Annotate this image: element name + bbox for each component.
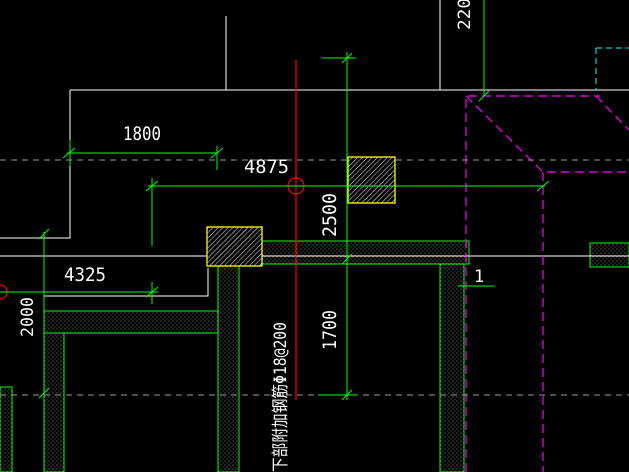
outline-step [44,268,209,297]
cyan-detail-group [595,47,629,90]
wall-outline-group [0,0,629,297]
column-left[interactable] [206,226,263,267]
roof-outline-left [465,95,600,472]
wall-vertical-right [439,263,465,472]
dimension-lines-group [0,0,550,472]
wall-horizontal-far-right [589,242,629,268]
wall-horizontal-left [43,310,240,334]
rebar-note-text: 下部附加钢筋Φ18@200 [271,322,291,472]
roof-outline-corner [595,95,629,131]
wall-vertical-middle [217,263,240,472]
roof-ridge-diagonal [465,95,629,173]
dim-tick-1700-bottom [341,389,353,401]
dim-tick-2000-a [38,228,50,240]
dim-tick-4325-b [145,286,159,298]
dim-tick-2200 [478,90,490,102]
dim-text-4875: 4875 [244,156,289,178]
dim-tick-2500-bottom [341,253,353,265]
dim-tick-4875-a [145,180,159,192]
outline-left-building [0,90,71,239]
dim-text-2000: 2000 [18,297,38,337]
wall-vertical-bottom-left [0,386,13,472]
wall-vertical-left [43,332,65,472]
dim-text-2200: 220 [455,0,475,30]
dim-tick-4875-b [536,180,550,192]
dim-text-1800: 1800 [123,123,161,145]
wall-group [0,240,629,472]
dim-tick-2500-top [341,52,353,64]
column-upper-right[interactable] [347,156,396,204]
dim-tick-1800-a [62,147,76,159]
dim-tick-2000-b [38,387,50,399]
grid-tag-text: 1 [474,267,484,287]
dim-text-2500: 2500 [319,193,341,237]
dim-text-1700: 1700 [319,310,341,350]
roof-outline-group [465,95,629,472]
dim-text-4325: 4325 [64,264,106,286]
axis-grid-group [0,159,629,396]
dim-tick-1800-b [210,147,224,159]
